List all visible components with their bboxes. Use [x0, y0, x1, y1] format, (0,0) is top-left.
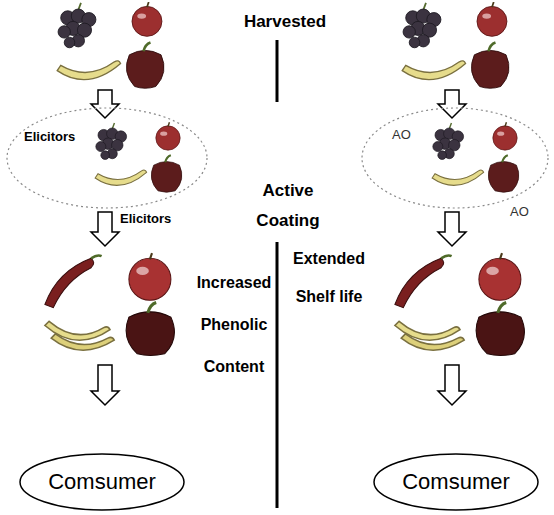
consumer-label: Comsumer [48, 470, 156, 494]
node-outline [5, 106, 209, 210]
flow-arrow [91, 212, 119, 246]
harvested-fruits [402, 2, 509, 88]
stage-label: Extended Shelf life [283, 240, 375, 316]
stage-label: Harvested [235, 11, 335, 33]
coated-fruits [432, 122, 519, 192]
treated-fruits [395, 253, 525, 355]
harvested-fruits [57, 2, 164, 88]
flow-arrow [438, 90, 466, 118]
flow-arrow [438, 212, 466, 246]
dotted-ellipse [7, 108, 207, 208]
ellipse-outline [20, 454, 184, 510]
stage-label: Increased Phenolic Content [194, 262, 274, 388]
coating-label: AO [392, 128, 411, 142]
ellipse-outline [374, 454, 538, 510]
consumer-label: Comsumer [402, 470, 510, 494]
divider-line [276, 242, 279, 508]
treated-fruits [45, 253, 175, 355]
coating-label: AO [510, 205, 529, 219]
divider-line [276, 40, 279, 102]
coating-zone: AOAO [360, 106, 550, 210]
dotted-ellipse [362, 108, 548, 208]
flow-arrow [438, 365, 466, 405]
node-outline [360, 106, 550, 210]
coating-label: Elicitors [120, 212, 171, 226]
consumer-ellipse: Comsumer [372, 452, 540, 512]
flow-arrow [91, 365, 119, 405]
coated-fruits [95, 122, 182, 192]
coating-label: Elicitors [24, 130, 75, 144]
stage-label: Active Coating [238, 176, 338, 236]
consumer-ellipse: Comsumer [18, 452, 186, 512]
flow-arrow [91, 90, 119, 118]
coating-zone: ElicitorsElicitors [5, 106, 209, 210]
